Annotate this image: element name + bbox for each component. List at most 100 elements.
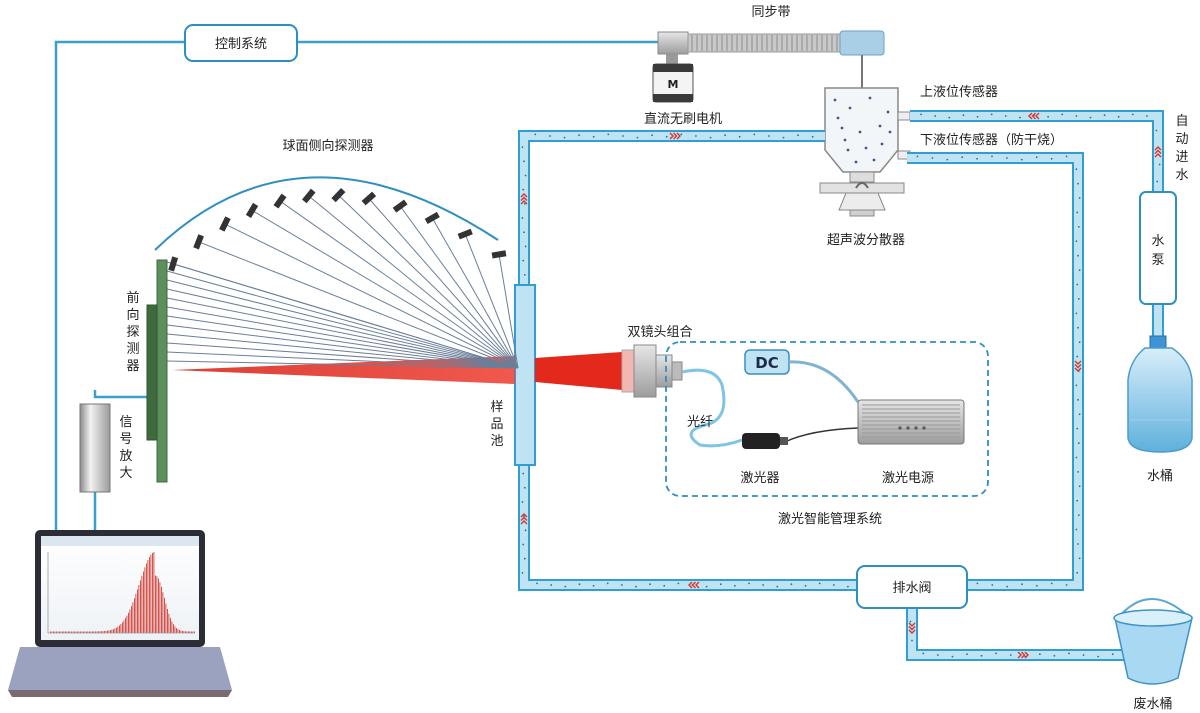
sphere-side-detector: 球面侧向探测器 [154,138,519,369]
flow-arrow [908,626,916,631]
ultrasonic-disperser-label: 超声波分散器 [827,233,905,248]
forward-ray [166,306,519,369]
flow-arrow [1154,149,1162,154]
pipe-bubble [946,158,949,161]
scatter-ray [431,217,519,369]
particle-dot [886,110,890,114]
flow-arrow [520,193,528,198]
screen-distribution-bar [111,629,113,633]
screen-distribution-bar [119,625,120,633]
pipe-bubble [776,585,779,588]
pipe-bubble [1077,182,1079,185]
pipe-bubble [1038,653,1041,656]
auto-water-in-label: 自 动 进 水 [1175,114,1188,183]
motor-badge: M [668,78,679,91]
scatter-ray [251,210,519,369]
pipe-bubble [523,515,525,518]
screen-distribution-bar [84,631,86,633]
flow-arrow [1035,112,1040,120]
pipe-bubble [1156,180,1159,183]
screen-distribution-bar [146,563,147,633]
screen-distribution-bar [122,622,123,633]
screen-distribution-bar [65,631,66,633]
screen-distribution-bar [104,631,105,633]
flow-arrow [1017,651,1022,659]
screen-distribution-bar [93,631,95,633]
pipe-bubble [948,116,951,119]
pipe-bubble [523,160,525,163]
screen-distribution-bar [161,586,162,633]
screen-distribution-bar [98,631,99,633]
pipe-bubble [677,582,680,585]
screen-distribution-bar [90,631,92,633]
screen-distribution-bar [125,618,126,633]
sphere-side-detector-label: 球面侧向探测器 [282,138,373,154]
screen-distribution-bar [113,629,114,633]
flow-arrow [520,196,528,201]
pipe-bubble [607,133,610,136]
side-detector-element [424,211,440,225]
pipe-bubble [709,136,712,139]
screen-distribution-bar [87,631,89,633]
pipe-bubble [811,135,814,138]
screen-distribution-bar [117,626,119,633]
screen-distribution-bar [105,630,107,633]
side-detector-element [273,193,287,209]
screen-distribution-bar [149,557,150,633]
pipe-bubble [695,135,697,137]
screen-distribution-bar [158,578,159,633]
forward-ray [166,324,519,369]
particle-dot [864,146,868,150]
waste-bucket: 废水桶 [1113,598,1193,712]
screen-distribution-bar [174,626,176,633]
screen-distribution-bar [143,571,144,633]
pipe-bubble [1006,585,1009,588]
screen-distribution-bar [173,624,174,633]
pipe-bubble [578,134,580,137]
flow-arrow [520,516,528,521]
pipe-bubble [1077,514,1080,517]
screen-distribution-bar [86,631,87,633]
svg-text:水: 水 [1175,168,1188,183]
screen-distribution-bar [54,631,56,633]
screen-distribution-bar [140,580,141,633]
pipe-bubble [961,156,964,159]
particle-dot [848,106,852,110]
screen-distribution-bar [189,631,191,633]
screen-distribution-bar [81,631,83,633]
screen-distribution-bar [89,631,90,633]
pipe-bubble [911,639,913,642]
flow-arrow [695,581,700,589]
waste-bucket-label: 废水桶 [1133,696,1172,712]
flow-arrow [1024,651,1029,659]
svg-text:测: 测 [126,342,139,357]
scatter-ray [198,241,519,369]
screen-distribution-bar [152,552,153,633]
pipe-bubble [782,136,785,139]
flow-arrow [673,132,678,140]
sample-cell-char-2: 品 [490,417,503,432]
pipe-bubble [1075,115,1078,117]
pump-char-1: 水 [1151,234,1164,249]
pipe-bubble [1078,557,1081,560]
pipe-bubble [1076,211,1079,214]
side-detector-element [392,199,408,213]
pipe-bubble [1004,115,1007,117]
pipe-bubble [1035,156,1038,159]
signal-amplifier: 信 号 放 大 [79,403,133,493]
dual-lens-assembly: 双镜头组合 [621,325,693,398]
screen-distribution-bar [165,603,167,633]
screen-distribution-bar [159,582,161,633]
upper-level-sensor-label: 上液位传感器 [920,84,998,100]
svg-text:动: 动 [1175,132,1188,147]
screen-distribution-bar [96,631,98,633]
particle-dot [840,126,844,130]
screen-distribution-bar [71,631,72,633]
forward-ray [166,297,519,369]
screen-distribution-bar [72,631,74,633]
scatter-ray [498,254,519,369]
pipe-bubble [1020,158,1023,161]
pipe-bubble [753,133,756,136]
screen-distribution-bar [167,608,168,633]
pipe-bubble [1075,168,1078,171]
